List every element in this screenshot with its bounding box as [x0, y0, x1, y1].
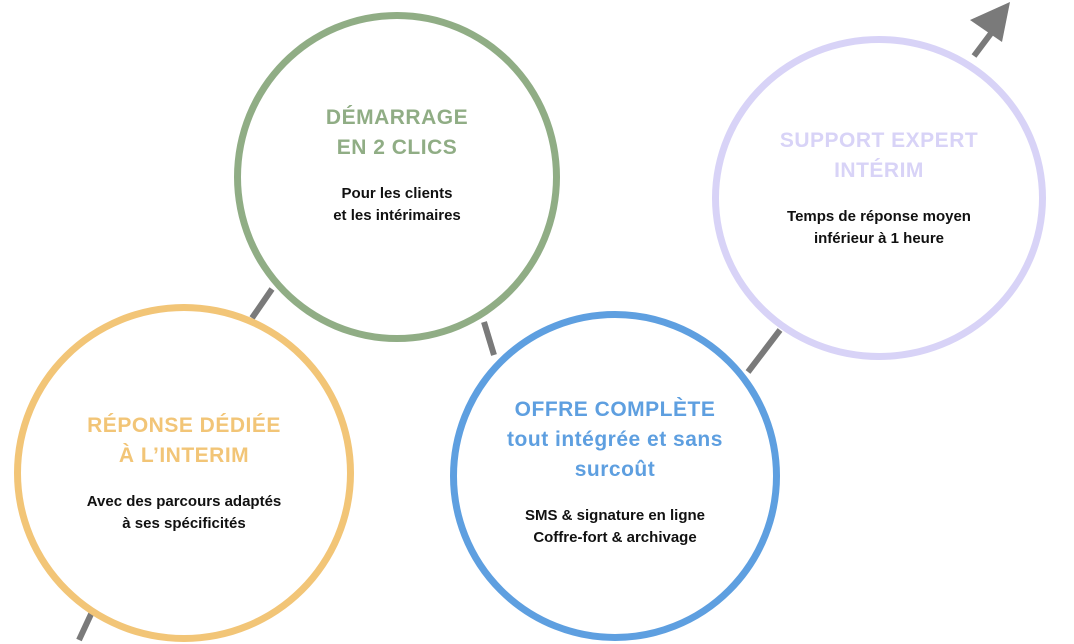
step-title-offre: OFFRE COMPLÈTE tout intégrée et sans sur…: [507, 395, 723, 485]
step-description-demarrage: Pour les clients et les intérimaires: [326, 183, 468, 227]
step-circle-support: SUPPORT EXPERT INTÉRIM Temps de réponse …: [712, 36, 1046, 360]
step-description-line: SMS & signature en ligne: [524, 507, 705, 524]
step-title-line: À L’INTERIM: [118, 444, 250, 467]
step-content-demarrage: DÉMARRAGE EN 2 CLICS Pour les clients et…: [326, 103, 468, 227]
step-content-support: SUPPORT EXPERT INTÉRIM Temps de réponse …: [780, 126, 978, 250]
connector-segment-start: [76, 610, 95, 642]
step-description-support: Temps de réponse moyen inférieur à 1 heu…: [780, 206, 978, 250]
step-content-reponse: RÉPONSE DÉDIÉE À L’INTERIM Avec des parc…: [87, 411, 282, 535]
step-description-line: Coffre-fort & archivage: [533, 529, 697, 546]
step-title-demarrage: DÉMARRAGE EN 2 CLICS: [326, 103, 468, 163]
step-circle-demarrage: DÉMARRAGE EN 2 CLICS Pour les clients et…: [234, 12, 560, 342]
step-description-line: et les intérimaires: [333, 207, 461, 224]
step-description-line: Avec des parcours adaptés: [86, 493, 282, 510]
step-title-line: tout intégrée et sans: [507, 428, 723, 451]
step-description-offre: SMS & signature en ligne Coffre-fort & a…: [507, 505, 723, 549]
step-description-reponse: Avec des parcours adaptés à ses spécific…: [87, 491, 282, 535]
step-circle-offre: OFFRE COMPLÈTE tout intégrée et sans sur…: [450, 311, 780, 641]
step-description-line: Pour les clients: [341, 185, 453, 202]
step-title-line: surcoût: [574, 458, 656, 481]
connector-segment-offre-support: [745, 328, 783, 374]
step-title-support: SUPPORT EXPERT INTÉRIM: [780, 126, 978, 186]
step-content-offre: OFFRE COMPLÈTE tout intégrée et sans sur…: [507, 395, 723, 549]
step-title-reponse: RÉPONSE DÉDIÉE À L’INTERIM: [87, 411, 282, 471]
step-description-line: inférieur à 1 heure: [813, 230, 945, 247]
step-title-line: OFFRE COMPLÈTE: [514, 398, 716, 421]
step-circle-reponse: RÉPONSE DÉDIÉE À L’INTERIM Avec des parc…: [14, 304, 354, 642]
connector-segment-demarrage-offre: [481, 321, 497, 356]
step-title-line: RÉPONSE DÉDIÉE: [87, 414, 281, 437]
connector-segment-reponse-demarrage: [249, 287, 275, 320]
step-title-line: SUPPORT EXPERT: [779, 129, 979, 152]
arrow-head-icon: [970, 2, 1010, 42]
step-title-line: DÉMARRAGE: [325, 106, 469, 129]
step-title-line: INTÉRIM: [834, 159, 924, 182]
connector-segment-end: [971, 30, 995, 58]
step-title-line: EN 2 CLICS: [336, 136, 458, 159]
step-description-line: à ses spécificités: [122, 515, 246, 532]
step-description-line: Temps de réponse moyen: [787, 208, 971, 225]
